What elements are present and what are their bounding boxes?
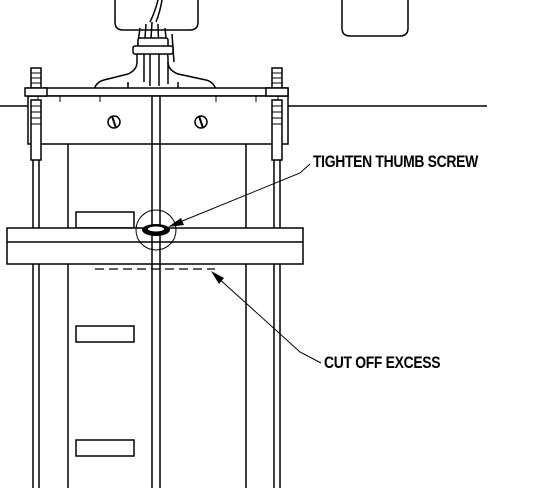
center-shaft bbox=[151, 96, 161, 488]
adjacent-fixture bbox=[341, 0, 409, 37]
plate-screws bbox=[107, 115, 208, 129]
fixture-housing bbox=[114, 0, 199, 31]
mounting-plate bbox=[27, 87, 289, 145]
leader-tighten bbox=[168, 163, 311, 227]
leader-cut bbox=[211, 271, 322, 364]
right-threaded-rod bbox=[265, 67, 289, 488]
callout-tighten-thumb-screw: TIGHTEN THUMB SCREW bbox=[313, 152, 478, 171]
power-cable bbox=[93, 0, 217, 92]
callout-cut-off-excess: CUT OFF EXCESS bbox=[324, 353, 441, 372]
thumb-screw bbox=[135, 209, 177, 251]
support-channel bbox=[67, 144, 247, 488]
left-threaded-rod bbox=[24, 67, 48, 488]
